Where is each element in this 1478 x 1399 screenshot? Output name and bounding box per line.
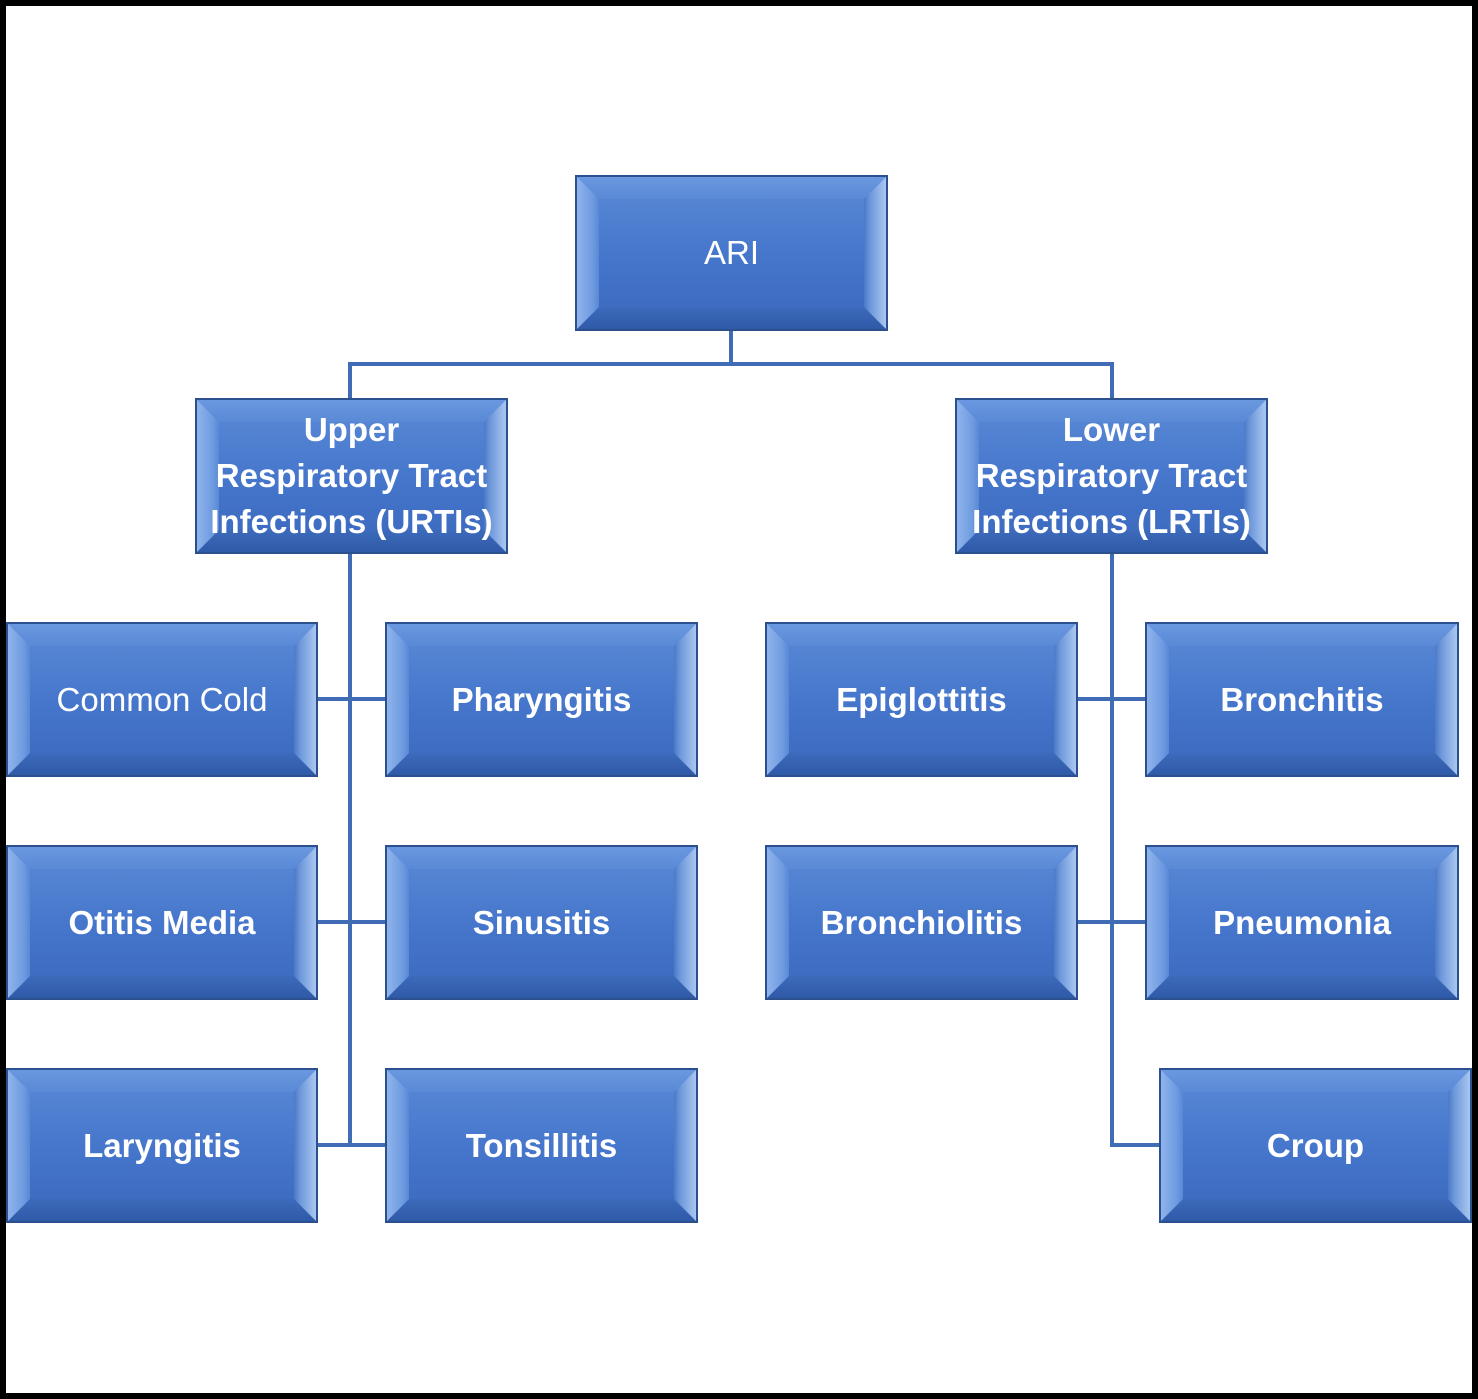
node-bronchiolitis: Bronchiolitis (765, 845, 1078, 1000)
node-pneumonia: Pneumonia (1145, 845, 1459, 1000)
node-tonsillitis: Tonsillitis (385, 1068, 698, 1223)
node-otitis-media: Otitis Media (6, 845, 318, 1000)
node-pneumonia-label: Pneumonia (1213, 903, 1391, 941)
node-ari-label: ARI (703, 234, 759, 271)
node-otitis-media-label: Otitis Media (68, 903, 256, 941)
node-tonsillitis-label: Tonsillitis (465, 1126, 618, 1164)
node-common-cold: Common Cold (6, 622, 318, 777)
node-lrti: Lower Respiratory Tract Infections (LRTI… (955, 398, 1268, 554)
node-pharyngitis: Pharyngitis (385, 622, 698, 777)
node-croup: Croup (1159, 1068, 1472, 1223)
node-epiglottitis-label: Epiglottitis (836, 680, 1007, 718)
node-lrti-label: Lower Respiratory Tract Infections (LRTI… (972, 411, 1251, 540)
node-bronchitis-label: Bronchitis (1220, 680, 1384, 718)
node-ari: ARI (575, 175, 888, 331)
node-common-cold-label: Common Cold (56, 680, 268, 718)
node-bronchiolitis-label: Bronchiolitis (820, 903, 1023, 941)
node-epiglottitis: Epiglottitis (765, 622, 1078, 777)
node-urti: Upper Respiratory Tract Infections (URTI… (195, 398, 508, 554)
node-sinusitis-label: Sinusitis (472, 903, 611, 941)
node-croup-label: Croup (1266, 1126, 1365, 1164)
node-urti-label: Upper Respiratory Tract Infections (URTI… (210, 411, 493, 540)
node-pharyngitis-label: Pharyngitis (451, 680, 632, 718)
node-bronchitis: Bronchitis (1145, 622, 1459, 777)
node-laryngitis: Laryngitis (6, 1068, 318, 1223)
node-sinusitis: Sinusitis (385, 845, 698, 1000)
node-laryngitis-label: Laryngitis (83, 1126, 241, 1164)
